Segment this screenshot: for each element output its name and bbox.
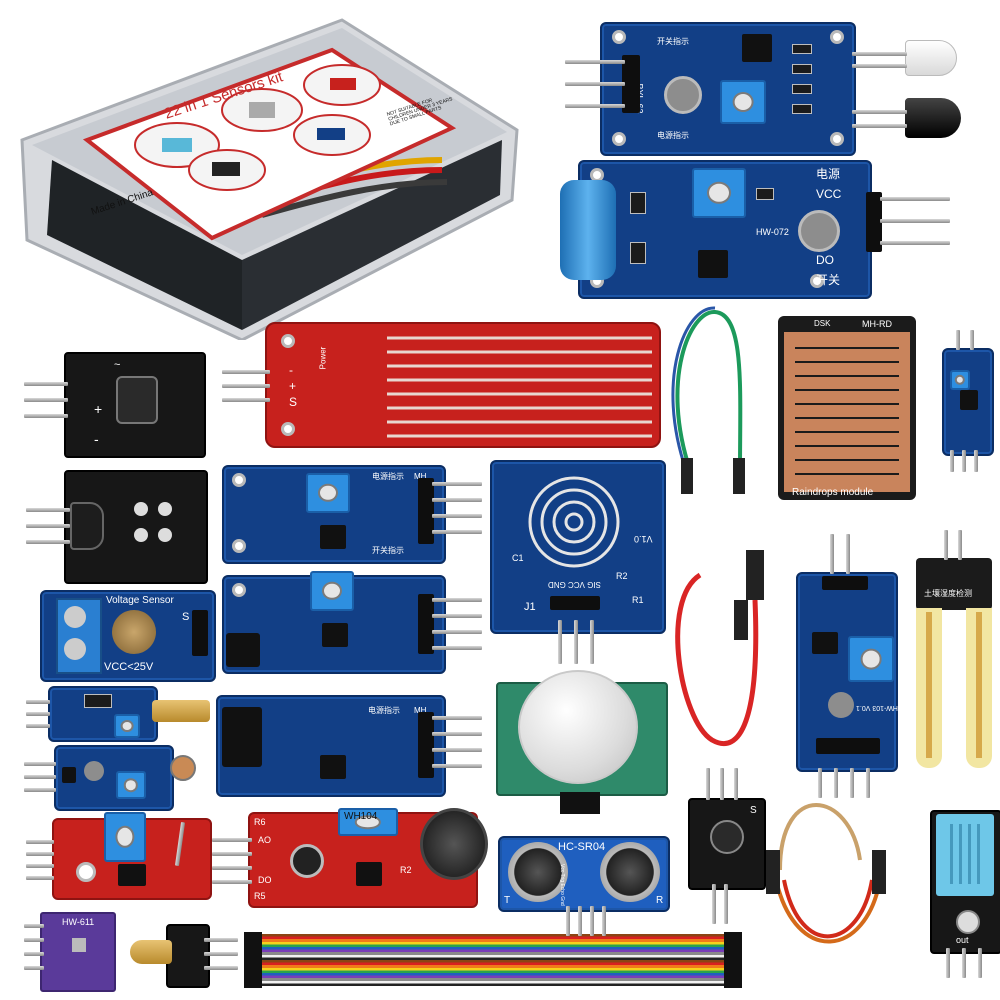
track-a-sw: 开关指示: [372, 546, 404, 555]
ky-s: S: [750, 805, 757, 816]
track-c-mh: MH: [414, 706, 427, 715]
ir-text-power: 电源指示: [657, 131, 689, 140]
rain-caption: Raindrops module: [792, 487, 874, 498]
ribbon-cable: [258, 934, 728, 986]
lm393-module: HW-103 V0.1: [796, 572, 898, 772]
storage-box: 22 in 1 Sensors kit Made in China NOT SU…: [12, 10, 522, 342]
voltage-title: Voltage Sensor: [106, 595, 174, 606]
rain-traces: [795, 347, 899, 475]
ir-obstacle-module: 开关指示 电源指示 BYL-63: [600, 22, 856, 156]
water-level-sensor: Power S + -: [265, 322, 661, 448]
ir-emitter-led: [905, 40, 957, 76]
ultrasonic-t: T: [504, 895, 511, 906]
soil-label: 土壤湿度检测: [924, 589, 972, 598]
ky-laser-module: [166, 924, 210, 988]
track-c-pwr: 电源指示: [368, 706, 400, 715]
track-module-c: 电源指示 MH: [216, 695, 446, 797]
dht11-module: out: [930, 810, 1000, 954]
laser-module: [48, 686, 158, 742]
small-sensor-module: [942, 348, 994, 456]
ir-receiver-led: [905, 98, 961, 138]
tilt-power: 电源: [816, 167, 841, 181]
ultrasonic-model: HC-SR04: [558, 841, 606, 853]
mic-r6: R6: [254, 817, 266, 827]
mic-do: DO: [258, 875, 272, 885]
microphone-capsule: [420, 808, 488, 880]
mic-ao: AO: [258, 835, 272, 845]
tilt-switch: 开关: [816, 273, 841, 287]
storage-box-shape: [20, 18, 519, 342]
touch-sensor: C1 V1.0 SIG VCC GND J1 R1 R2: [490, 460, 666, 634]
tilt-vcc: VCC: [816, 187, 842, 201]
pir-sensor: [496, 670, 668, 796]
hw611-module: HW-611: [40, 912, 116, 992]
lm393-model: HW-103 V0.1: [856, 704, 898, 711]
voltage-s: S: [182, 611, 190, 623]
water-traces: [387, 336, 652, 438]
touch-j1: J1: [524, 601, 536, 613]
voltage-limit: VCC<25V: [104, 661, 154, 673]
mic-r5: R5: [254, 891, 266, 901]
ultrasonic-pins: Vcc Trig Echo Gnd: [559, 864, 565, 906]
touch-c1: C1: [512, 553, 524, 563]
water-minus: -: [289, 363, 293, 377]
ultrasonic-sensor: HC-SR04 Vcc Trig Echo Gnd T R: [498, 836, 670, 912]
rain-sensor-pad: DSK MH-RD Raindrops module: [778, 316, 916, 500]
tilt-capacitor: [560, 180, 616, 280]
touch-r2: R2: [616, 571, 628, 581]
ir-obstacle-header: [622, 55, 640, 113]
water-plus: +: [289, 379, 297, 393]
water-s: S: [289, 395, 298, 409]
track-module-b: [222, 571, 446, 674]
laser-head: [152, 700, 210, 722]
ldr: [170, 755, 196, 781]
hw611-model: HW-611: [62, 917, 95, 927]
tilt-do: DO: [816, 253, 834, 267]
temperature-module: [64, 470, 208, 584]
ky-black-module: S: [688, 798, 766, 890]
touch-r1: R1: [632, 595, 644, 605]
tilt-model: HW-072: [756, 227, 789, 237]
track-a-pwr: 电源指示: [372, 472, 404, 481]
photoresistor-module: [54, 745, 174, 811]
ir-text-switch: 开关指示: [657, 37, 689, 46]
ultrasonic-r: R: [656, 895, 664, 906]
red-hall-module: [52, 812, 212, 900]
mic-r2: R2: [400, 865, 412, 875]
rain-model: MH-RD: [862, 319, 892, 329]
dht11-out: out: [956, 935, 969, 945]
sound-module-a: 电源指示 开关指示 MH: [222, 465, 446, 564]
rain-dsk: DSK: [814, 319, 831, 328]
tilt-sensor-module: HW-072 电源 VCC DO 开关: [578, 160, 872, 299]
voltage-sensor: Voltage Sensor VCC<25V S: [40, 590, 216, 682]
dht11-sensor: [936, 814, 994, 896]
ir-receiver-module: ~ + -: [64, 352, 206, 458]
mic-model: WH104: [344, 811, 378, 822]
soil-moisture-probe: 土壤湿度检测: [912, 558, 996, 778]
touch-pad: [528, 476, 620, 568]
track-a-mh: MH: [414, 472, 427, 481]
